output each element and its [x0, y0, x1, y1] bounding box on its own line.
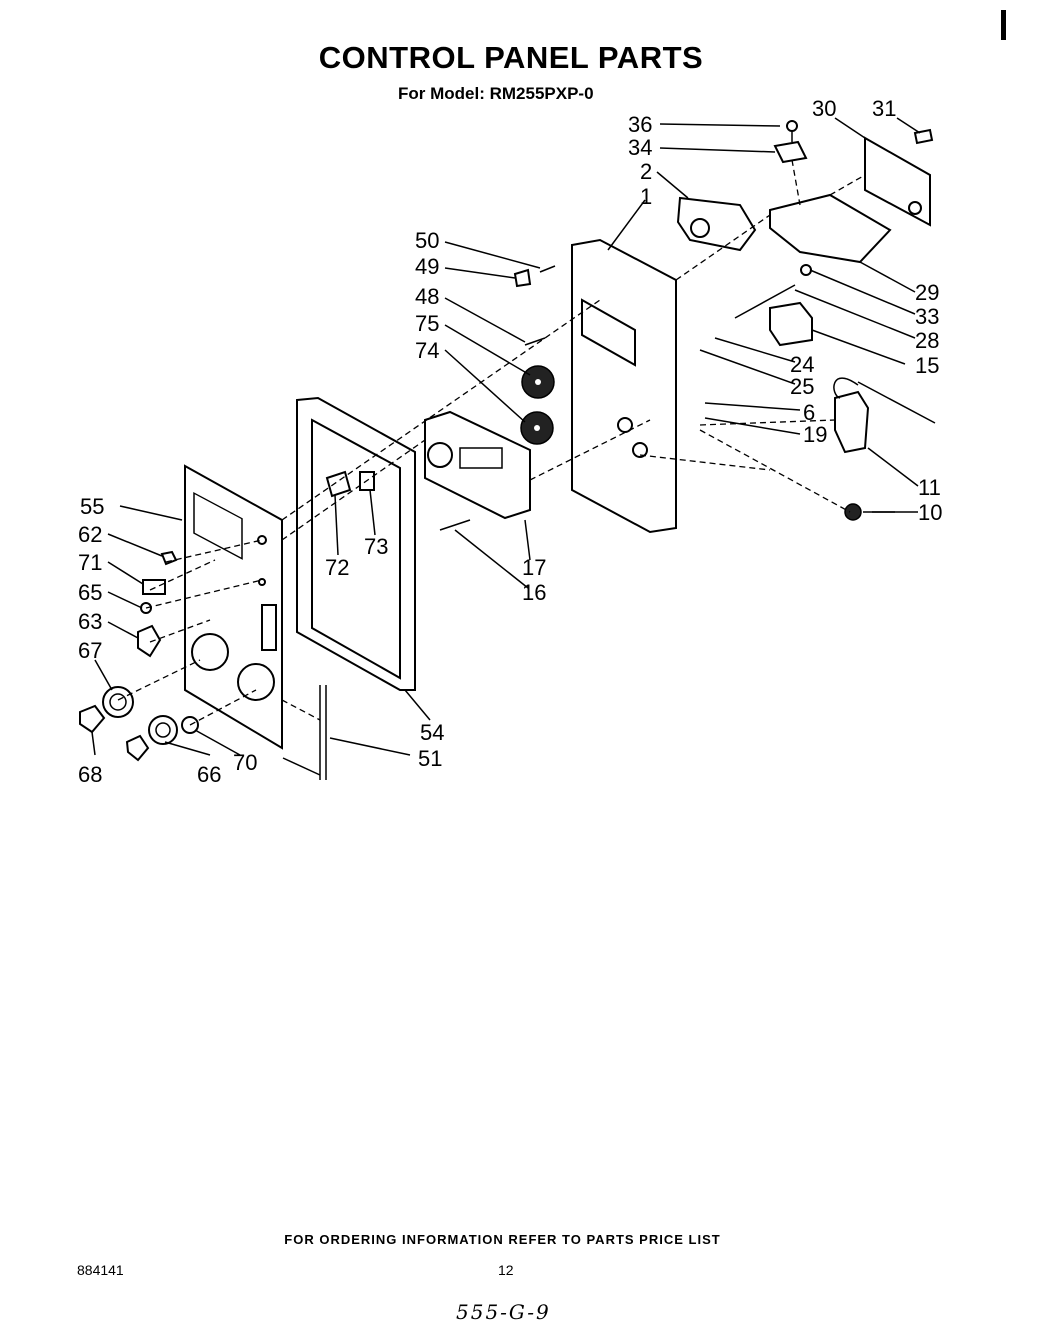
- callout-55: 55: [80, 494, 104, 519]
- callout-10: 10: [918, 500, 942, 525]
- callout-19: 19: [803, 422, 827, 447]
- handwritten-note: 555-G-9: [456, 1300, 551, 1324]
- callout-67: 67: [78, 638, 102, 663]
- callout-15: 15: [915, 353, 939, 378]
- callout-51: 51: [418, 746, 442, 771]
- callout-50: 50: [415, 228, 439, 253]
- callout-11: 11: [918, 475, 941, 500]
- corner-mark: [1001, 10, 1006, 40]
- callout-31: 31: [872, 96, 896, 121]
- callout-17: 17: [522, 555, 546, 580]
- callout-30: 30: [812, 96, 836, 121]
- callout-65: 65: [78, 580, 102, 605]
- callout-49: 49: [415, 254, 439, 279]
- callout-25: 25: [790, 374, 814, 399]
- model-subtitle: For Model: RM255PXP-0: [398, 84, 594, 103]
- timer-motor: [676, 196, 757, 252]
- callout-62: 62: [78, 522, 102, 547]
- callout-73: 73: [364, 534, 388, 559]
- display-module: [424, 410, 531, 520]
- shaft: [734, 284, 796, 319]
- callout-29: 29: [915, 280, 939, 305]
- callout-2: 2: [640, 159, 652, 184]
- page-title: CONTROL PANEL PARTS: [318, 40, 704, 75]
- knobs: [79, 470, 375, 762]
- callout-68: 68: [78, 762, 102, 787]
- callout-24: 24: [790, 352, 814, 377]
- small-hardware: [773, 120, 934, 164]
- callout-66: 66: [197, 762, 221, 787]
- callout-74: 74: [415, 338, 439, 363]
- washer: [800, 264, 812, 276]
- page-number: 12: [498, 1262, 514, 1278]
- callout-71: 71: [78, 550, 102, 575]
- switch-assembly: [833, 377, 936, 454]
- front-faceplate: [184, 464, 283, 750]
- trim-strip: [282, 685, 327, 780]
- callout-48: 48: [415, 284, 439, 309]
- callout-63: 63: [78, 609, 102, 634]
- ordering-info: FOR ORDERING INFORMATION REFER TO PARTS …: [284, 1232, 721, 1247]
- screws: [439, 265, 556, 531]
- callout-6: 6: [803, 400, 815, 425]
- callout-36: 36: [628, 112, 652, 137]
- bezel-frame: [296, 396, 416, 691]
- callout-16: 16: [522, 580, 546, 605]
- callout-33: 33: [915, 304, 939, 329]
- document-number: 884141: [77, 1262, 124, 1278]
- mounting-bracket: [769, 136, 931, 264]
- relay-component: [769, 301, 813, 347]
- callout-34: 34: [628, 135, 652, 160]
- callout-72: 72: [325, 555, 349, 580]
- callout-1: 1: [640, 184, 652, 209]
- callout-70: 70: [233, 750, 257, 775]
- callout-54: 54: [420, 720, 444, 745]
- callout-labels: 36 34 2 1 30 31 50 49 48 75 74 29 33 28 …: [78, 96, 942, 787]
- main-bracket: [571, 238, 677, 534]
- callout-28: 28: [915, 328, 939, 353]
- callout-75: 75: [415, 311, 439, 336]
- leader-lines: [91, 117, 921, 756]
- assembly-lines: [117, 159, 866, 726]
